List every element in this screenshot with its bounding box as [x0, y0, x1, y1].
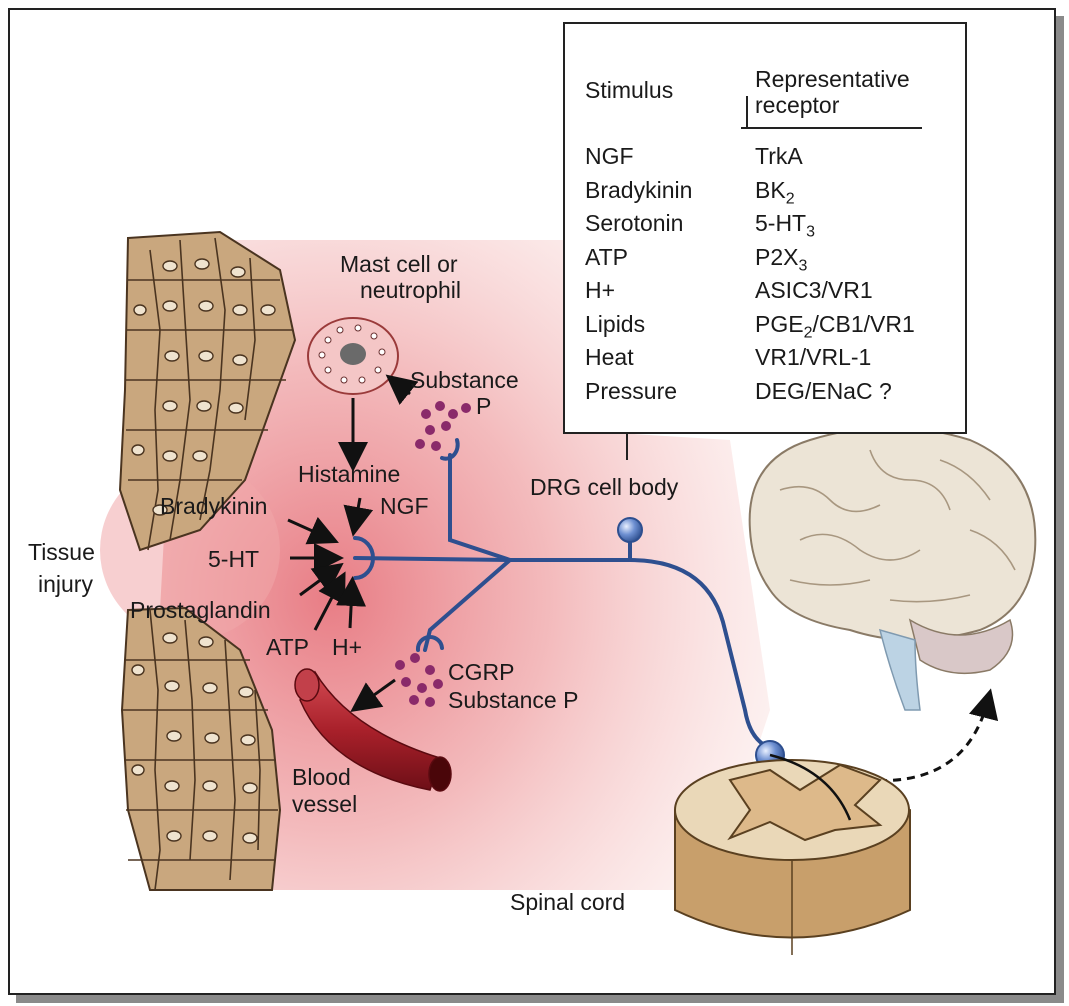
prostaglandin-label: Prostaglandin: [130, 598, 271, 623]
table-header-receptor-line2: receptor: [755, 93, 839, 118]
mast-cell-label: Mast cell or: [340, 252, 458, 277]
mast-cell: [308, 318, 398, 394]
substance-label: Substance: [410, 368, 519, 393]
receptor-table: Stimulus Representative receptor NGF TrkA…: [563, 22, 967, 434]
cgrp-label: CGRP: [448, 660, 514, 685]
stimulus-cell: Serotonin: [585, 208, 683, 238]
table-row: NGF TrkA: [565, 141, 965, 175]
spinal-cord: [675, 755, 910, 955]
receptor-text: 5-HT: [755, 210, 806, 236]
receptor-cell: VR1/VRL-1: [755, 342, 871, 372]
vessel-label: vessel: [292, 792, 357, 817]
five-ht-label: 5-HT: [208, 547, 259, 572]
receptor-cell: TrkA: [755, 141, 803, 171]
blood-label: Blood: [292, 765, 351, 790]
h-plus-label: H+: [332, 635, 362, 660]
receptor-subscript: 3: [798, 257, 807, 274]
table-row: Bradykinin BK2: [565, 175, 965, 209]
stimulus-cell: ATP: [585, 242, 628, 272]
receptor-text: P2X: [755, 244, 798, 270]
figure-frame: Mast cell or neutrophil Substance P Hist…: [8, 8, 1056, 995]
receptor-subscript: 2: [786, 190, 795, 207]
stimulus-cell: Heat: [585, 342, 634, 372]
stimulus-cell: Bradykinin: [585, 175, 692, 205]
receptor-text: VR1/VRL-1: [755, 344, 871, 370]
spinal-cord-label: Spinal cord: [510, 890, 625, 915]
table-header-receptor-line1: Representative: [755, 67, 910, 92]
receptor-suffix: /CB1/VR1: [812, 311, 914, 337]
table-row: H+ ASIC3/VR1: [565, 275, 965, 309]
atp-label: ATP: [266, 635, 309, 660]
table-row: Pressure DEG/ENaC ?: [565, 376, 965, 410]
table-row: Heat VR1/VRL-1: [565, 342, 965, 376]
brain: [750, 428, 1036, 711]
cgrp-substance-p-label: Substance P: [448, 688, 578, 713]
table-header-rule: [741, 127, 922, 129]
table-header-divider: [746, 96, 748, 128]
table-row: ATP P2X3: [565, 242, 965, 276]
drg-label: DRG cell body: [530, 475, 678, 500]
stimulus-cell: Lipids: [585, 309, 645, 339]
receptor-text: TrkA: [755, 143, 803, 169]
ngf-label: NGF: [380, 494, 429, 519]
receptor-cell: DEG/ENaC ?: [755, 376, 892, 406]
drg-cell-body: [618, 518, 642, 542]
mast-cell-label-line2: neutrophil: [360, 278, 461, 303]
receptor-cell: ASIC3/VR1: [755, 275, 873, 305]
bradykinin-label: Bradykinin: [160, 494, 267, 519]
histamine-label: Histamine: [298, 462, 400, 487]
tissue-label: Tissue: [28, 540, 95, 565]
injury-label: injury: [38, 572, 93, 597]
table-row: Serotonin 5-HT3: [565, 208, 965, 242]
receptor-subscript: 3: [806, 224, 815, 241]
receptor-text: PGE: [755, 311, 804, 337]
table-header-stimulus: Stimulus: [585, 78, 673, 103]
substance-p-label: P: [476, 394, 491, 419]
stimulus-cell: NGF: [585, 141, 634, 171]
receptor-text: ASIC3/VR1: [755, 277, 873, 303]
receptor-text: BK: [755, 177, 786, 203]
stimulus-cell: Pressure: [585, 376, 677, 406]
receptor-text: DEG/ENaC ?: [755, 378, 892, 404]
stimulus-cell: H+: [585, 275, 615, 305]
